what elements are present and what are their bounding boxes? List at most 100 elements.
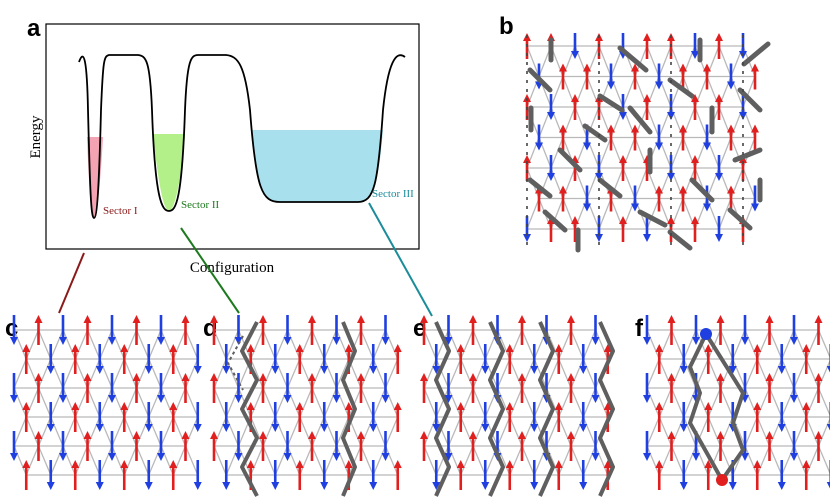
arrow-head [567,373,575,381]
arrow-head [814,431,823,439]
arrow-head [456,402,465,410]
spin-down-arrow [583,185,591,212]
arrow-head [567,315,575,323]
lattice-bond [299,416,313,447]
lattice-bond [348,387,362,418]
arrow-head [308,431,316,439]
lattice-bond [670,358,685,389]
lattice-bond [274,416,289,447]
lattice-bond [225,416,240,447]
spin-up-arrow [132,431,141,461]
spin-down-arrow [444,373,453,403]
spin-down-arrow [547,155,555,181]
arrow-head [444,395,453,403]
arrow-head [259,373,267,381]
arrow-head [704,402,713,410]
arrow-head [181,315,190,323]
lattice-bond [135,387,150,418]
lattice-bond [37,358,52,389]
lattice-bond [37,329,52,360]
lattice-bond [86,416,101,447]
lattice-bond [323,358,338,389]
lattice-bond [225,445,240,476]
lattice-bond [184,329,199,360]
arrow-head [420,315,428,323]
arrow-head [259,315,267,323]
spin-down-arrow [144,344,153,374]
dimer-bond [597,177,623,199]
lattice-bond [610,198,624,230]
lattice-bond [250,358,264,389]
lattice-bond [213,387,227,418]
lattice-bond [13,329,27,360]
spin-up-arrow [469,431,477,461]
lattice-bond [172,445,187,476]
lattice-bond [299,358,313,389]
lattice-bond [538,106,552,138]
lattice-bond [323,445,338,476]
lattice-bond [781,358,795,389]
spin-up-arrow [295,344,304,374]
lattice-bond [582,445,597,476]
lattice-bond [682,137,696,169]
spin-down-arrow [95,402,104,432]
arrow-head [120,460,129,468]
arrow-head [169,402,178,410]
spin-down-arrow [234,373,243,403]
lattice-bond [135,329,150,360]
lattice-bond [574,45,588,77]
spin-down-arrow [157,373,165,403]
lattice-bond [13,416,27,447]
arrow-head [777,424,786,432]
spin-down-arrow [222,344,231,374]
arrow-head [741,453,749,461]
arrow-head [295,344,304,352]
arrow-head [814,373,823,381]
lattice-e [420,315,615,497]
lattice-bond [99,358,113,389]
arrow-head [727,185,735,194]
lattice-bond [335,445,350,476]
panel-label-f: f [635,315,644,342]
arrow-head [667,315,676,323]
lattice-bond [670,106,684,138]
lattice-bond [570,416,584,447]
arrow-head [715,173,723,181]
arrow-head [157,337,165,345]
spin-up-arrow [295,402,304,432]
spin-up-arrow [357,315,365,345]
domain-wall-string [434,321,451,497]
spin-down-arrow [222,460,231,490]
lattice-bond [594,445,609,476]
spin-down-arrow [655,63,663,90]
arrow-head [357,373,365,381]
lattice-bond [86,358,101,389]
spin-down-arrow [579,460,588,490]
lattice-bond [634,167,648,199]
lattice-bond [646,387,660,418]
lattice-bond [768,416,783,447]
lattice-bond [311,358,325,389]
spin-down-arrow [777,402,786,432]
arrow-head [667,173,675,181]
arrow-head [765,315,774,323]
arrow-head [655,185,663,194]
lattice-bond [172,329,187,360]
dashed-string [227,335,244,391]
arrow-head [469,315,477,323]
lattice-bond [99,329,113,360]
lattice-bond [670,198,684,230]
lattice-b [523,33,771,253]
arrow-head [432,424,441,432]
arrow-head [22,344,31,352]
arrow-head [332,395,341,403]
lattice-bond [742,106,756,138]
spin-up-arrow [181,315,190,345]
lattice-bond [682,106,696,138]
lattice-bond [311,387,325,418]
arrow-head [727,124,735,133]
spin-up-arrow [181,431,190,461]
spin-up-arrow [751,63,759,90]
arrow-head [246,402,255,410]
